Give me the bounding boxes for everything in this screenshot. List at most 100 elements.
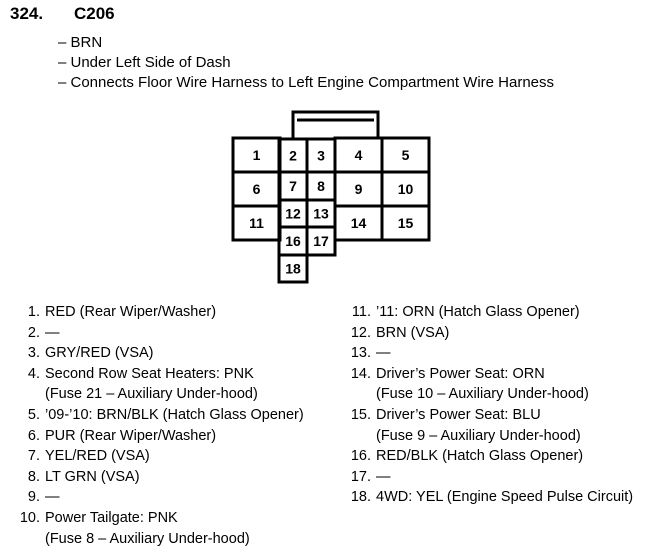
connector-cell-label: 18	[285, 261, 301, 277]
connector-cell-label: 10	[398, 181, 414, 197]
pin-description: Power Tailgate: PNK (Fuse 8 – Auxiliary U…	[45, 508, 250, 549]
pin-item: 11. ’11: ORN (Hatch Glass Opener)	[341, 302, 633, 323]
connector-cell-label: 2	[289, 148, 297, 164]
pin-number: 14.	[350, 365, 371, 382]
connector-cell-label: 9	[355, 181, 363, 197]
pin-description-line: Driver’s Power Seat: BLU	[376, 406, 541, 423]
pin-description: BRN (VSA)	[376, 323, 449, 344]
pin-number: 17.	[350, 468, 371, 485]
pin-description: —	[376, 467, 391, 488]
pin-item: 17. —	[341, 467, 633, 488]
pin-list-right: 11. ’11: ORN (Hatch Glass Opener) 12.BRN (…	[341, 302, 633, 508]
pin-item: 8. LT GRN (VSA)	[10, 467, 304, 488]
connector-cell-label: 5	[402, 147, 410, 163]
pin-number: 2.	[27, 324, 40, 341]
connector-cell-label: 7	[289, 178, 297, 194]
pin-description: ’09-’10: BRN/BLK (Hatch Glass Opener)	[45, 405, 304, 426]
connector-number: 324.	[10, 4, 44, 23]
pin-description-line: LT GRN (VSA)	[45, 468, 140, 485]
connector-cell-label: 4	[355, 147, 363, 163]
connector-cell-label: 11	[249, 215, 264, 231]
pin-description-line: GRY/RED (VSA)	[45, 345, 154, 362]
info-location: – Under Left Side of Dash	[58, 54, 231, 71]
pin-description-line: —	[45, 324, 60, 341]
pin-item: 4. Second Row Seat Heaters: PNK (Fuse 21 –…	[10, 364, 304, 405]
pin-description: Second Row Seat Heaters: PNK (Fuse 21 – A…	[45, 364, 258, 405]
pin-number: 7.	[27, 448, 40, 465]
pin-description: —	[45, 323, 60, 344]
pin-number: 15.	[350, 406, 371, 423]
pin-number: 13.	[350, 345, 371, 362]
pin-number: 5.	[27, 406, 40, 423]
pin-description-line: —	[376, 345, 391, 362]
info-connects: – Connects Floor Wire Harness to Left En…	[58, 74, 555, 91]
connector-cell-label: 15	[398, 215, 414, 231]
connector-cell-label: 12	[285, 206, 301, 222]
connector-cell	[380, 204, 431, 242]
connector-tab	[291, 110, 380, 139]
pin-description-line: (Fuse 10 – Auxiliary Under-hood)	[376, 386, 589, 403]
pin-number: 9.	[27, 489, 40, 506]
pin-description: PUR (Rear Wiper/Washer)	[45, 426, 216, 447]
connector-cell	[277, 253, 309, 284]
pin-item: 6. PUR (Rear Wiper/Washer)	[10, 426, 304, 447]
pin-item: 5. ’09-’10: BRN/BLK (Hatch Glass Opener)	[10, 405, 304, 426]
connector-cell-label: 17	[313, 233, 329, 249]
page-title: 324.C206	[10, 4, 115, 24]
connector-cell-label: 13	[313, 206, 329, 222]
pin-description: —	[45, 487, 60, 508]
pin-number: 18.	[350, 489, 371, 506]
pin-item: 3. GRY/RED (VSA)	[10, 343, 304, 364]
connector-cell-label: 14	[351, 215, 367, 231]
pin-description-line: —	[376, 468, 391, 485]
pin-description-line: ’11: ORN (Hatch Glass Opener)	[376, 304, 580, 320]
pin-number: 4.	[27, 365, 40, 382]
pin-item: 1. RED (Rear Wiper/Washer)	[10, 302, 304, 323]
pin-item: 2. —	[10, 323, 304, 344]
pin-number: 1.	[27, 304, 40, 320]
pin-description: GRY/RED (VSA)	[45, 343, 154, 364]
pin-number: 3.	[27, 345, 40, 362]
pin-description-line: (Fuse 8 – Auxiliary Under-hood)	[45, 530, 250, 547]
pin-description-line: (Fuse 21 – Auxiliary Under-hood)	[45, 386, 258, 403]
pin-description-line: —	[45, 489, 60, 506]
pin-description-line: YEL/RED (VSA)	[45, 448, 150, 465]
pin-description-line: RED (Rear Wiper/Washer)	[45, 304, 217, 320]
connector-cell-label: 8	[317, 178, 325, 194]
connector-cell-label: 1	[253, 147, 261, 163]
connector-outline	[231, 136, 431, 284]
pin-item: 7. YEL/RED (VSA)	[10, 446, 304, 467]
pin-item: 12.BRN (VSA)	[341, 323, 633, 344]
pin-number: 10.	[19, 509, 40, 526]
pin-description-line: (Fuse 9 – Auxiliary Under-hood)	[376, 427, 581, 444]
pin-item: 13. —	[341, 343, 633, 364]
pin-description-line: Driver’s Power Seat: ORN	[376, 365, 545, 382]
info-color: – BRN	[58, 34, 103, 51]
connector-cell-label: 6	[253, 181, 261, 197]
pin-description-line: Second Row Seat Heaters: PNK	[45, 365, 254, 382]
pin-number: 8.	[27, 468, 40, 485]
pin-item: 9. —	[10, 487, 304, 508]
pin-description-line: RED/BLK (Hatch Glass Opener)	[376, 448, 584, 465]
pin-number: 11.	[351, 304, 371, 320]
pin-list-left: 1. RED (Rear Wiper/Washer) 2. — 3. GRY/RED (V…	[10, 302, 304, 549]
pin-item: 14. Driver’s Power Seat: ORN (Fuse 10 – Au…	[341, 364, 633, 405]
pin-description-line: Power Tailgate: PNK	[45, 509, 178, 526]
connector-cell	[305, 225, 337, 257]
pin-description: ’11: ORN (Hatch Glass Opener)	[376, 302, 580, 323]
connector-cell-label: 16	[285, 233, 301, 249]
pin-description: Driver’s Power Seat: ORN (Fuse 10 – Auxil…	[376, 364, 589, 405]
pin-description-line: 4WD: YEL (Engine Speed Pulse Circuit)	[376, 489, 634, 506]
pin-number: 16.	[350, 448, 371, 465]
pin-description-line: PUR (Rear Wiper/Washer)	[45, 427, 217, 444]
connector-info: – BRN – Under Left Side of Dash – Connec…	[58, 33, 554, 93]
pin-description-line: ’09-’10: BRN/BLK (Hatch Glass Opener)	[45, 406, 304, 423]
pin-description: RED/BLK (Hatch Glass Opener)	[376, 446, 583, 467]
pin-description: RED (Rear Wiper/Washer)	[45, 302, 216, 323]
pin-description: Driver’s Power Seat: BLU (Fuse 9 – Auxili…	[376, 405, 581, 446]
pin-description: LT GRN (VSA)	[45, 467, 140, 488]
pin-description: —	[376, 343, 391, 364]
pin-item: 16. RED/BLK (Hatch Glass Opener)	[341, 446, 633, 467]
pin-number: 6.	[27, 427, 40, 444]
